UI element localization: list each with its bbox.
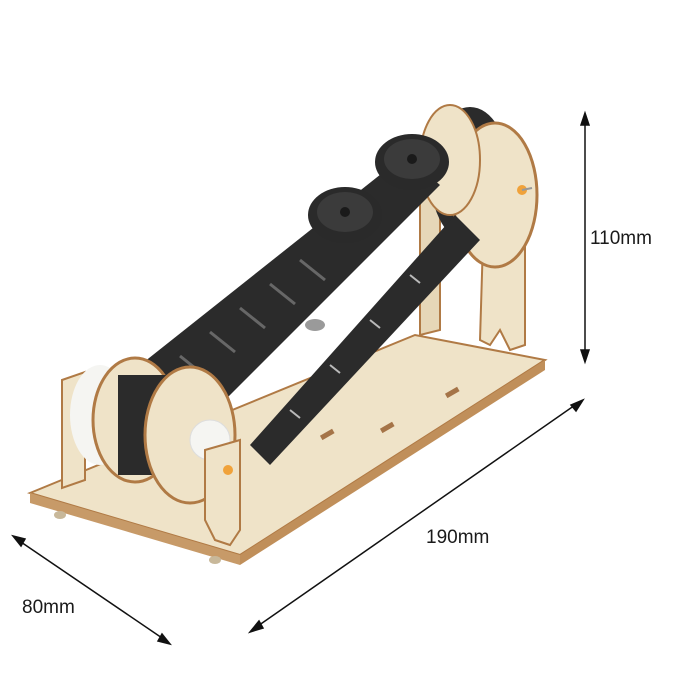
length-arrow xyxy=(254,402,579,629)
spring xyxy=(305,319,325,331)
arrow-head-icon xyxy=(579,110,591,126)
lower-track xyxy=(250,215,480,465)
wheel-lower xyxy=(308,187,382,243)
arrow-head-icon xyxy=(579,349,591,365)
width-arrow xyxy=(17,539,166,641)
height-dimension-label: 110mm xyxy=(590,228,652,249)
wheel-upper xyxy=(375,134,449,190)
arrow-head-icon xyxy=(11,534,27,548)
length-dimension-label: 190mm xyxy=(426,527,490,548)
arrow-head-icon xyxy=(156,632,172,646)
front-drum xyxy=(61,356,241,547)
dimension-arrows xyxy=(11,110,591,646)
width-dimension-label: 80mm xyxy=(22,597,75,618)
arrow-head-icon xyxy=(247,619,265,634)
arrow-head-icon xyxy=(569,398,585,413)
